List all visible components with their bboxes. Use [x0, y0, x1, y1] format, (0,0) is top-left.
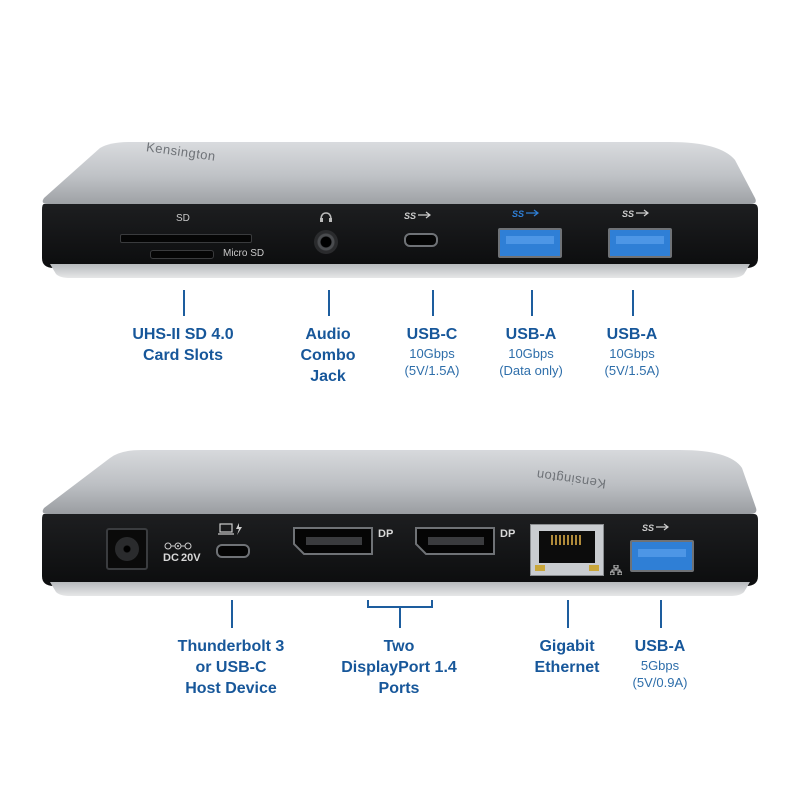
callout-title-line: Host Device — [185, 680, 277, 697]
callout-sub-line: (Data only) — [499, 363, 563, 378]
sd-slot-label: SD — [176, 213, 190, 224]
thunderbolt-host-port — [216, 544, 250, 558]
callout-title-line: Card Slots — [142, 347, 223, 364]
leader-line-usba-back — [660, 600, 662, 628]
callout-sub-line: (5V/1.5A) — [404, 363, 460, 378]
callout-title-line: Combo — [300, 347, 356, 364]
svg-text:SS: SS — [404, 211, 416, 221]
callout-title-line: USB-C — [406, 326, 458, 343]
callout-title-line: USB-A — [634, 638, 686, 655]
displayport-1-label: DP — [378, 528, 394, 540]
usb-c-port — [404, 233, 438, 247]
bracket-dp-left — [367, 600, 369, 608]
callout-title-line: UHS-II SD 4.0 — [132, 326, 234, 343]
svg-text:SS: SS — [622, 209, 634, 219]
headset-icon — [319, 210, 333, 222]
callout-title-line: Audio — [305, 326, 351, 343]
displayport-1 — [292, 526, 374, 556]
network-icon — [609, 562, 623, 576]
callout-title-line: USB-A — [505, 326, 557, 343]
callout-sub-line: 10Gbps — [508, 346, 554, 361]
callout-title-line: Thunderbolt 3 — [177, 638, 285, 655]
callout-sd-card-slots: UHS-II SD 4.0 Card Slots — [108, 324, 258, 366]
back-dock: Kensington DC 20V DP DP SS — [30, 448, 770, 598]
callout-sub-line: 10Gbps — [609, 346, 655, 361]
callout-title-line: DisplayPort 1.4 — [341, 659, 457, 676]
usb-a-port-charge — [608, 228, 672, 258]
callout-title-line: Ports — [378, 680, 420, 697]
leader-line-eth — [567, 600, 569, 628]
bracket-dp-right — [431, 600, 433, 608]
callout-usb-a-data: USB-A 10Gbps (Data only) — [481, 324, 581, 379]
usb-ss10-logo-icon: SS — [512, 206, 544, 219]
laptop-thunderbolt-icon — [218, 522, 244, 536]
leader-line-usba1 — [531, 290, 533, 316]
leader-line-audio — [328, 290, 330, 316]
callout-title-line: Gigabit — [539, 638, 595, 655]
voltage-label: 20V — [181, 552, 201, 564]
callout-sub-line: 5Gbps — [640, 658, 680, 673]
usb-ss10-logo-icon: SS — [404, 208, 434, 221]
callout-title-line: USB-A — [606, 326, 658, 343]
callout-title-line: Jack — [310, 368, 346, 385]
leader-line-dp — [399, 606, 401, 628]
audio-combo-jack — [314, 230, 338, 254]
displayport-2-label: DP — [500, 528, 516, 540]
front-dock: Kensington SD Micro SD SS SS SS — [30, 139, 770, 280]
svg-text:SS: SS — [512, 209, 524, 219]
dc-label: DC — [163, 552, 179, 564]
leader-line-sd — [183, 290, 185, 316]
callout-audio-combo-jack: Audio Combo Jack — [283, 324, 373, 387]
callout-title-line: Ethernet — [534, 659, 600, 676]
usb-a-port-data — [498, 228, 562, 258]
callout-usb-a-charge: USB-A 10Gbps (5V/1.5A) — [582, 324, 682, 379]
callout-title-line: or USB-C — [195, 659, 267, 676]
callout-sub-line: (5V/1.5A) — [604, 363, 660, 378]
callout-displayport: Two DisplayPort 1.4 Ports — [324, 636, 474, 699]
leader-line-tb3 — [231, 600, 233, 628]
callout-title-line: Two — [383, 638, 415, 655]
svg-text:SS: SS — [642, 523, 654, 533]
usb-a-port-back — [630, 540, 694, 572]
usb-ss-logo-icon: SS — [642, 520, 672, 533]
micro-sd-slot-label: Micro SD — [223, 248, 265, 259]
dc-power-jack — [106, 528, 148, 570]
callout-gigabit-ethernet: Gigabit Ethernet — [512, 636, 622, 678]
dc-polarity-icon — [163, 538, 193, 550]
callout-usb-c: USB-C 10Gbps (5V/1.5A) — [382, 324, 482, 379]
sd-card-slot — [120, 234, 252, 243]
callout-thunderbolt-host: Thunderbolt 3 or USB-C Host Device — [156, 636, 306, 699]
displayport-2 — [414, 526, 496, 556]
callout-sub-line: (5V/0.9A) — [632, 675, 688, 690]
callout-usb-a-back: USB-A 5Gbps (5V/0.9A) — [610, 636, 710, 691]
front-dock-body — [42, 142, 758, 278]
leader-line-usba2 — [632, 290, 634, 316]
ethernet-port — [530, 524, 604, 576]
micro-sd-slot — [150, 250, 214, 259]
usb-ss-charge-logo-icon: SS — [622, 206, 654, 219]
leader-line-usbc — [432, 290, 434, 316]
callout-sub-line: 10Gbps — [409, 346, 455, 361]
